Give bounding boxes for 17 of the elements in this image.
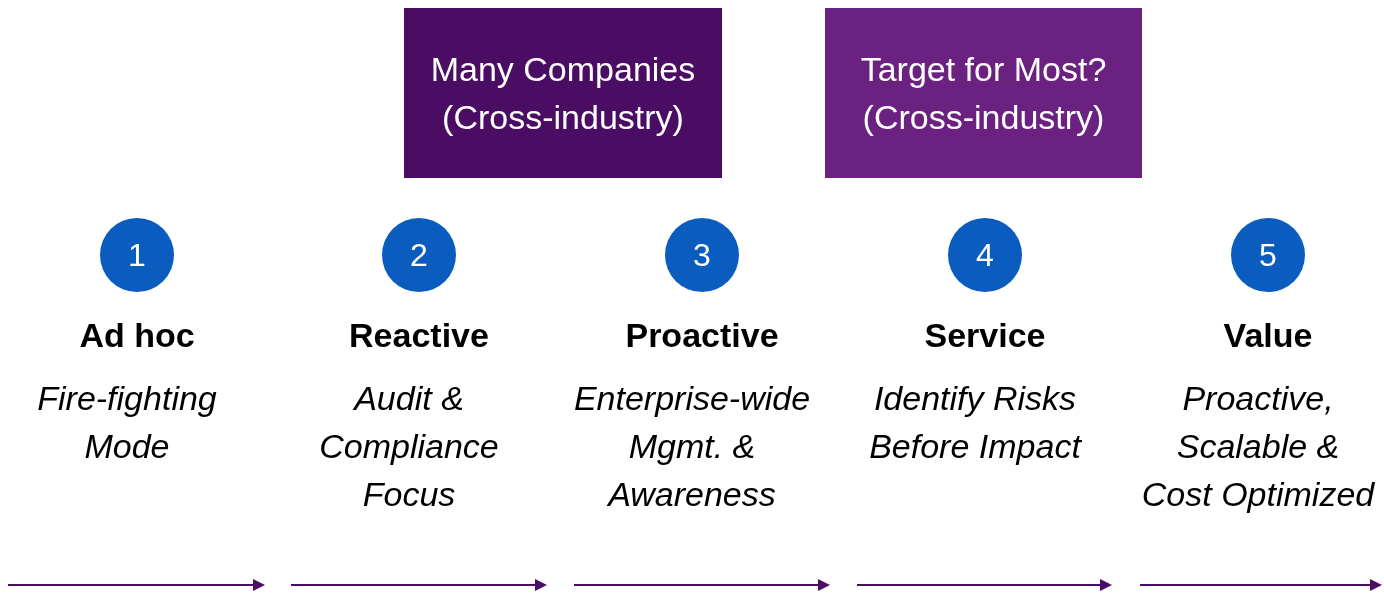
stage-description: Identify Risks Before Impact (868, 378, 1083, 467)
step-number: 5 (1231, 218, 1305, 292)
stage-title: Value (1222, 315, 1314, 355)
stage-callout-box: Many Companies (Cross-industry) (404, 8, 722, 178)
stage-title: Proactive (624, 315, 780, 355)
stage-description: Audit & Compliance Focus (318, 378, 500, 515)
stage-description: Enterprise-wide Mgmt. & Awareness (572, 378, 812, 515)
stage-title: Reactive (348, 315, 490, 355)
step-number: 4 (948, 218, 1022, 292)
step-number: 2 (382, 218, 456, 292)
stage-callout-box: Target for Most? (Cross-industry) (825, 8, 1142, 178)
stage-description: Proactive, Scalable & Cost Optimized (1140, 378, 1376, 515)
stage-title: Ad hoc (78, 315, 196, 355)
step-number: 1 (100, 218, 174, 292)
stage-description: Fire-fighting Mode (36, 378, 218, 467)
step-number: 3 (665, 218, 739, 292)
stage-title: Service (923, 315, 1047, 355)
